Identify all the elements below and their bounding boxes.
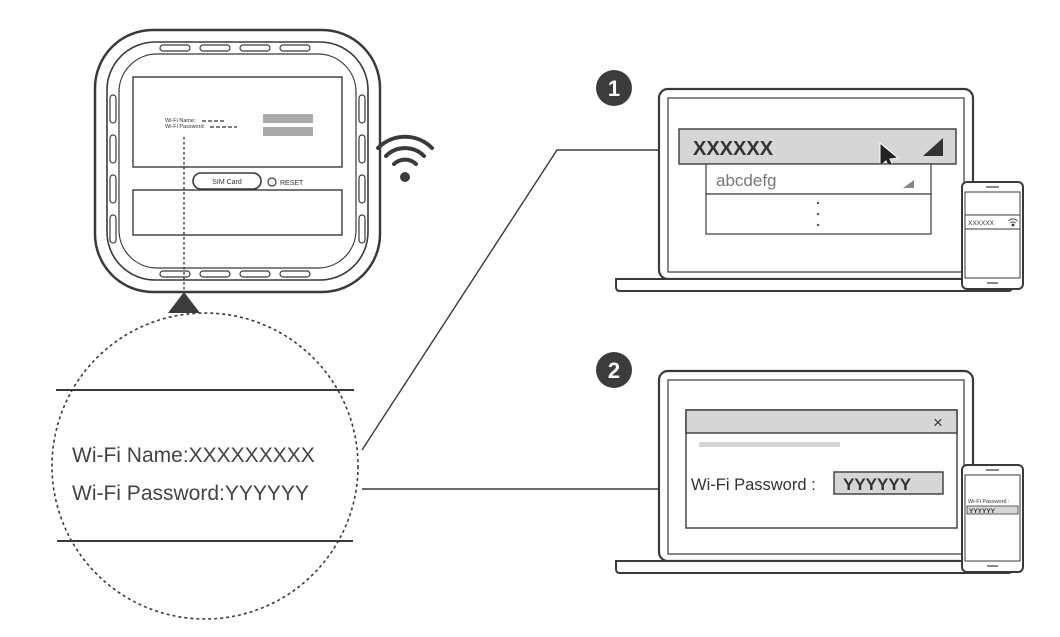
- step-number-2: 2: [608, 358, 620, 383]
- dialog-password-value: YYYYYY: [843, 475, 912, 494]
- network-item-selected[interactable]: [678, 128, 957, 165]
- phone2-password-value: YYYYYY: [969, 508, 996, 515]
- router-wifi-name-label: Wi-Fi Name:: [165, 118, 196, 124]
- zoom-pointer-arrow: [168, 292, 200, 313]
- sim-card-label: SIM Card: [212, 179, 242, 186]
- weak-signal-icon: [903, 180, 914, 188]
- label-zoom-circle: Wi-Fi Name:XXXXXXXXX Wi-Fi Password:YYYY…: [51, 312, 359, 620]
- router-device: Wi-Fi Name: Wi-Fi Password: SIM Card RES…: [93, 28, 382, 313]
- router-wifi-password-label: Wi-Fi Password:: [165, 124, 206, 130]
- wifi-signal-icon: [376, 134, 434, 182]
- reset-button: [267, 177, 277, 187]
- other-network-name: abcdefg: [716, 171, 777, 190]
- zoom-wifi-password: Wi-Fi Password:YYYYYY: [72, 482, 309, 505]
- signal-strength-icon: [923, 138, 943, 156]
- phone2-password-input[interactable]: [966, 505, 1019, 515]
- sim-card-slot: [192, 172, 262, 190]
- step-badge-1: 1: [596, 70, 632, 106]
- step-number-1: 1: [608, 76, 620, 101]
- phone-2: Wi-Fi Password : YYYYYY: [961, 464, 1024, 573]
- dialog-password-label: Wi-Fi Password :: [691, 476, 816, 494]
- step-badge-2: 2: [596, 352, 632, 388]
- phone1-network-name: XXXXXX: [968, 220, 995, 227]
- dialog-message-placeholder: [699, 442, 840, 447]
- laptop-1: XXXXXX abcdefg: [615, 87, 1013, 292]
- selected-network-name: XXXXXX: [693, 138, 774, 160]
- more-networks-ellipsis: [816, 201, 820, 227]
- laptop-2: × Wi-Fi Password : YYYYYY: [615, 369, 1013, 574]
- connector-line-name: [361, 149, 677, 451]
- router-barcode-1: [263, 114, 313, 123]
- router-vents: [109, 44, 366, 278]
- dialog-close-icon[interactable]: ×: [933, 413, 943, 432]
- zoom-wifi-name: Wi-Fi Name:XXXXXXXXX: [72, 444, 315, 467]
- dialog-title-bar: [685, 409, 958, 434]
- phone-1: XXXXXX: [961, 181, 1024, 290]
- phone-wifi-icon: [1008, 218, 1018, 227]
- dialog-password-input[interactable]: [833, 471, 944, 495]
- network-item-other[interactable]: [705, 163, 932, 195]
- router-barcode-2: [263, 127, 313, 136]
- reset-label: RESET: [280, 180, 304, 187]
- phone2-password-label: Wi-Fi Password :: [968, 499, 1010, 505]
